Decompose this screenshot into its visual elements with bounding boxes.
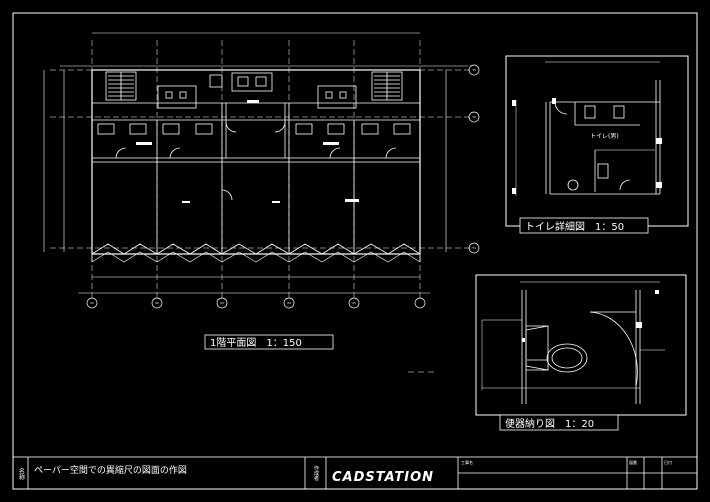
grid-label-x1: X1 — [90, 301, 94, 305]
fixture-detail-label-box — [499, 414, 619, 431]
title-block-name-label: 名称 — [18, 467, 25, 481]
title-block-author-label: 作成者 — [313, 465, 319, 482]
grid-label-y2: Y2 — [472, 115, 476, 119]
grid-label-y1: Y1 — [472, 246, 476, 250]
title-block-project-cell: 工事名 — [461, 459, 473, 465]
floor-plan-label: 1階平面図 1：150 — [210, 337, 302, 349]
grid-label-x4: X4 — [287, 301, 291, 305]
title-block — [12, 456, 698, 490]
brand-logo: CADSTATION — [332, 470, 434, 485]
grid-label-y3: Y3 — [472, 68, 476, 72]
toilet-room-label: トイレ(男) — [590, 133, 619, 140]
toilet-detail-label-box — [519, 217, 649, 234]
title-block-date-cell: 日付 — [664, 459, 672, 465]
grid-label-x2: X2 — [155, 301, 159, 305]
toilet-detail-label: トイレ詳細図 1：50 — [525, 220, 624, 233]
floor-plan — [43, 32, 470, 298]
floor-plan-room-tags — [136, 100, 359, 203]
fixture-detail-label: 便器納り図 1：20 — [505, 417, 594, 430]
fixture-detail-marks — [522, 290, 659, 342]
grid-label-x3: X3 — [220, 301, 224, 305]
fixture-detail — [475, 274, 687, 416]
grid-bubbles: X1 X2 X3 X4 X5 Y3 Y2 Y1 — [86, 64, 480, 309]
grid-label-x5: X5 — [352, 301, 356, 305]
toilet-detail-marks — [512, 98, 662, 194]
drawing-title: ペーパー空間での異縮尺の図面の作図 — [34, 464, 187, 476]
title-block-no-cell: 図番 — [629, 459, 637, 465]
floor-plan-label-box — [204, 334, 334, 350]
